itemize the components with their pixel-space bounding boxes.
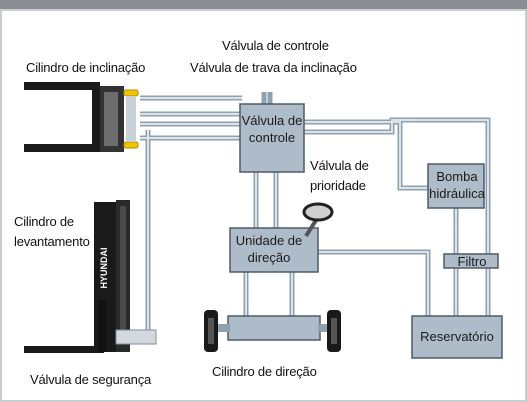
frame-border — [0, 9, 527, 402]
reservoir-box — [411, 315, 503, 359]
mast-brand-text: HYUNDAI — [99, 247, 109, 288]
tilt-assembly — [24, 82, 139, 152]
lift-line — [134, 130, 151, 339]
top-bar — [0, 0, 527, 10]
pump-label: Bomba hidráulica — [429, 169, 485, 201]
control-valve-box-label: Válvula de controle — [241, 113, 303, 145]
steering-wheel — [302, 202, 334, 222]
steering-cylinder-label: Cilindro de direção — [212, 364, 317, 379]
tilt-lock-valve-label: Válvula de trava da inclinação — [190, 60, 357, 75]
filter-box — [443, 253, 499, 269]
steering-unit-box — [229, 227, 319, 273]
steering-unit-label: Unidade de direção — [235, 233, 303, 265]
steering-return-line — [318, 249, 431, 316]
tilt-cylinder-label: Cilindro de inclinação — [26, 60, 146, 75]
reservoir-label: Reservatório — [420, 329, 494, 344]
line-highlights — [134, 97, 489, 337]
control-valve-title-label: Válvula de controle — [222, 38, 329, 53]
pump-box — [427, 163, 485, 209]
priority-valve-label: Válvula de prioridade — [310, 158, 369, 193]
mast-assembly — [24, 200, 157, 353]
lift-cylinder-label: Cilindro de levantamento — [14, 214, 90, 249]
filter-label: Filtro — [457, 254, 487, 269]
steering-axle — [204, 310, 341, 352]
control-valve-box — [239, 103, 305, 173]
safety-valve-label: Válvula de segurança — [30, 372, 152, 387]
